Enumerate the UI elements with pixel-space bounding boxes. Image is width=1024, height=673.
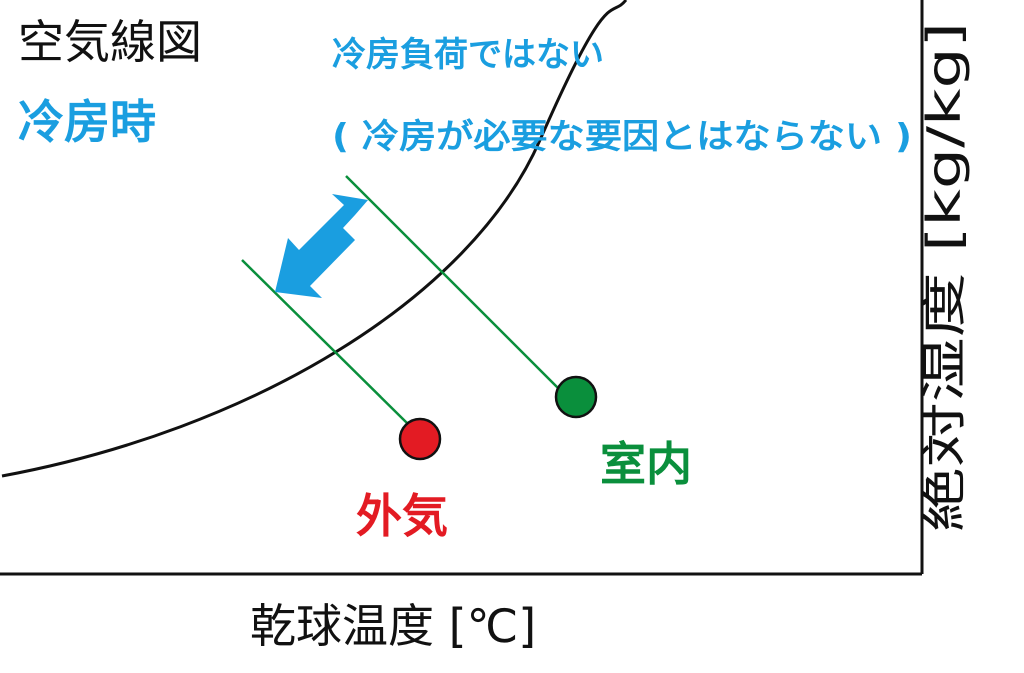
- double-arrow-icon: [275, 194, 368, 298]
- annotation-line-2: ( 冷房が必要な要因とはならない ): [332, 117, 912, 157]
- x-axis-label: 乾球温度 [℃]: [250, 599, 536, 653]
- y-axis-label: 絶対湿度 [kg/kg]: [917, 22, 971, 532]
- indoor-label: 室内: [600, 437, 692, 491]
- outdoor-point: [398, 417, 442, 461]
- outdoor-label: 外気: [356, 489, 448, 543]
- annotation-line-1: 冷房負荷ではない: [332, 35, 604, 75]
- chart-title: 空気線図: [18, 15, 202, 69]
- saturation-curve: [1, 0, 628, 478]
- outdoor-enthalpy-line: [241, 259, 409, 425]
- indoor-point: [554, 375, 598, 419]
- indoor-enthalpy-line: [345, 175, 559, 389]
- chart-subtitle: 冷房時: [18, 95, 156, 149]
